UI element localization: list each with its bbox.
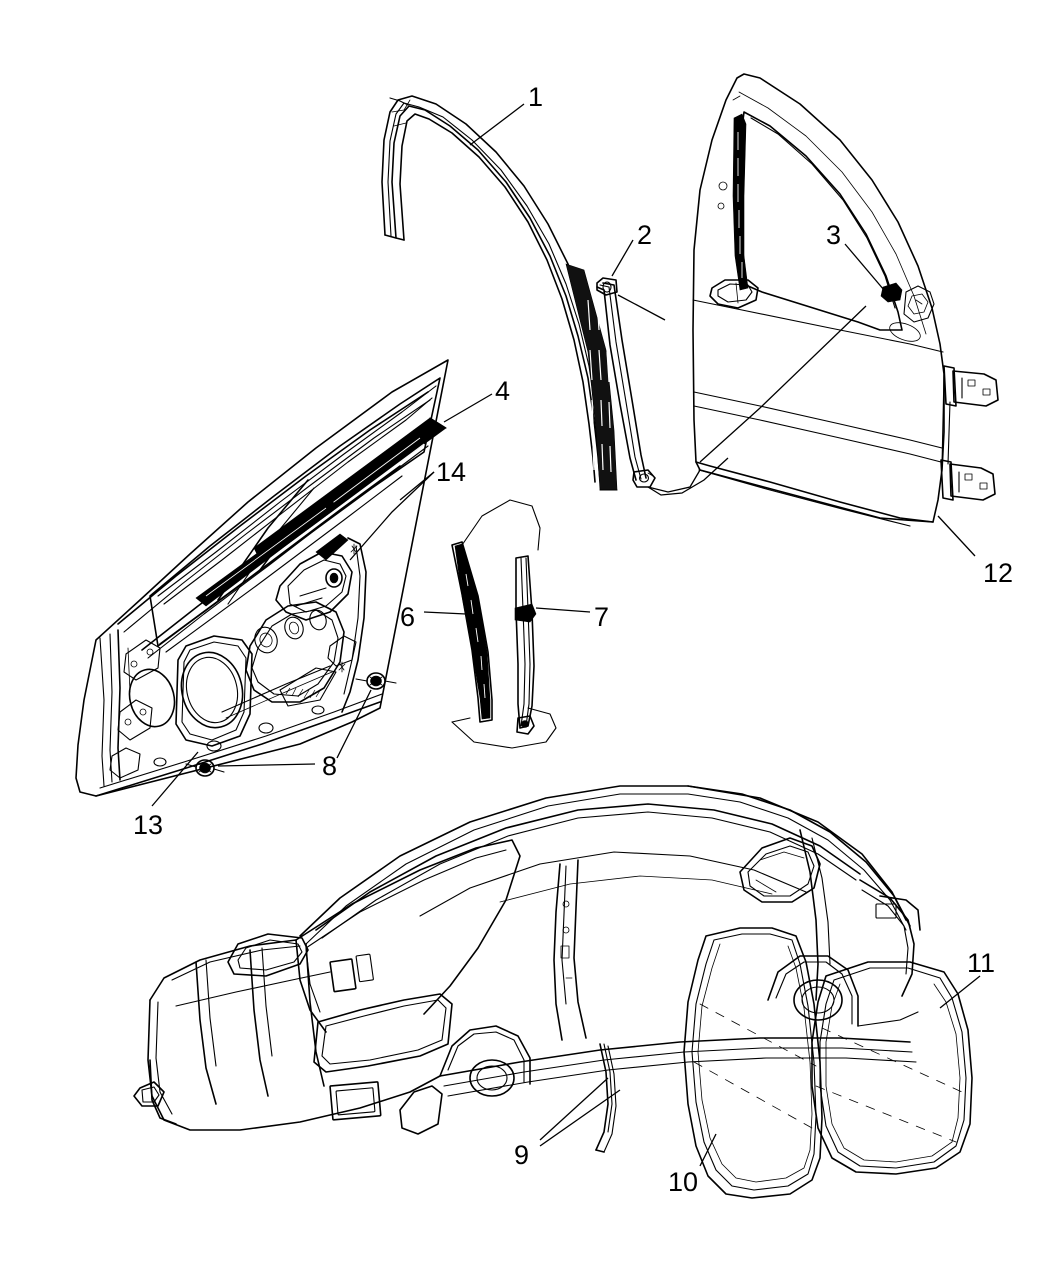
callout-label-13: 13 bbox=[133, 810, 164, 840]
callout-label-9: 9 bbox=[514, 1140, 530, 1170]
door-hinge-upper bbox=[943, 365, 999, 407]
callout-label-2: 2 bbox=[637, 220, 653, 250]
front-door-opening-weatherstrip bbox=[683, 927, 823, 1199]
callout-label-8: 8 bbox=[322, 751, 338, 781]
rear-door-opening-weatherstrip bbox=[811, 961, 981, 1175]
callout-label-1: 1 bbox=[528, 82, 544, 112]
front-door-outer-panel bbox=[647, 73, 999, 557]
door-glass-run-channel bbox=[596, 239, 729, 496]
body-side-aperture-seal-front bbox=[539, 1043, 621, 1153]
retainer-grommet-screw bbox=[185, 672, 397, 777]
callout-label-6: 6 bbox=[400, 602, 416, 632]
body-shell-view bbox=[133, 785, 921, 1135]
lower-panel-grommet bbox=[151, 751, 199, 807]
callout-label-14: 14 bbox=[436, 457, 467, 487]
callout-label-12: 12 bbox=[983, 558, 1014, 588]
callout-label-11: 11 bbox=[967, 948, 996, 978]
callout-label-4: 4 bbox=[495, 376, 511, 406]
door-hinge-lower bbox=[940, 459, 996, 501]
callout-label-3: 3 bbox=[826, 220, 842, 250]
b-pillar-applique-channel bbox=[399, 471, 591, 749]
door-inner-panel-assembly bbox=[75, 359, 493, 797]
callout-label-7: 7 bbox=[594, 602, 610, 632]
b-pillar-seal-upper bbox=[423, 541, 493, 723]
callout-label-10: 10 bbox=[668, 1167, 699, 1197]
